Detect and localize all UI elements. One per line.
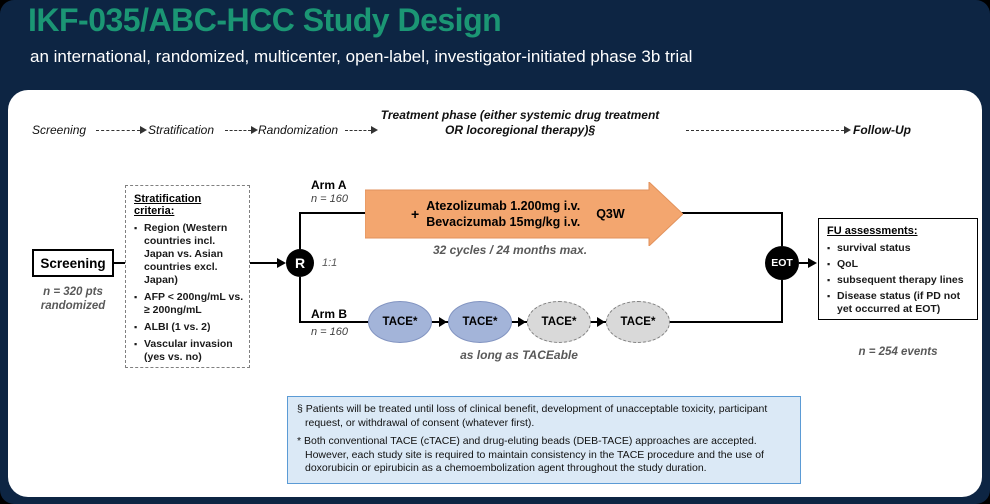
- arrowhead-into-fu: [808, 258, 817, 268]
- fu-item: subsequent therapy lines: [827, 274, 972, 287]
- stratification-item: Vascular invasion (yes vs. no): [134, 338, 244, 364]
- cycles-note: 32 cycles / 24 months max.: [432, 243, 588, 257]
- phase-label-screening: Screening: [32, 123, 87, 137]
- tace-ellipse-3: TACE*: [527, 301, 591, 343]
- dashed-arrow-2: [225, 126, 258, 134]
- treatment-arrow-content: + Atezolizumab 1.200mg i.v. Bevacizumab …: [365, 182, 683, 246]
- stratification-criteria-title: Stratification criteria:: [134, 193, 202, 217]
- arm-b-n: n = 160: [311, 326, 349, 338]
- stratification-criteria-list: Region (Western countries incl. Japan vs…: [134, 222, 244, 364]
- screening-box: Screening: [32, 249, 114, 277]
- diagram-panel: Screening Stratification Randomization T…: [8, 90, 982, 497]
- fu-assessments-title: FU assessments:: [827, 225, 918, 237]
- footnote-section: § Patients will be treated until loss of…: [297, 403, 768, 429]
- arm-a-name: Arm A: [311, 178, 347, 192]
- treatment-arrow: + Atezolizumab 1.200mg i.v. Bevacizumab …: [365, 182, 683, 246]
- dashed-arrow-4: [686, 126, 851, 134]
- tace-ellipse-2: TACE*: [448, 301, 512, 343]
- phase-label-treatment: Treatment phase (either systemic drug tr…: [380, 108, 660, 137]
- arm-a-n: n = 160: [311, 193, 349, 205]
- stratification-item: Region (Western countries incl. Japan vs…: [134, 222, 244, 287]
- fu-item: survival status: [827, 242, 972, 255]
- phase-label-followup: Follow-Up: [853, 123, 911, 137]
- footnote-box: § Patients will be treated until loss of…: [287, 396, 801, 484]
- arrowhead-tace-2: [439, 317, 447, 327]
- tace-ellipse-1: TACE*: [368, 301, 432, 343]
- phase-label-randomization: Randomization: [258, 123, 339, 137]
- fu-item: Disease status (if PD not yet occurred a…: [827, 290, 972, 316]
- fu-assessments-box: FU assessments: survival status QoL subs…: [818, 218, 978, 320]
- drug-lines: Atezolizumab 1.200mg i.v. Bevacizumab 15…: [426, 198, 580, 230]
- taceable-note: as long as TACEable: [460, 348, 578, 362]
- treatment-arrow-shape: [365, 182, 683, 246]
- plus-sign: +: [411, 206, 420, 222]
- drug-line-atezolizumab: Atezolizumab 1.200mg i.v.: [426, 199, 581, 213]
- stratification-criteria-box: Stratification criteria: Region (Western…: [125, 185, 250, 368]
- arrowhead-into-r: [277, 258, 286, 268]
- eot-node: EOT: [765, 246, 799, 280]
- phase-label-stratification: Stratification: [148, 123, 215, 137]
- screening-n-note: n = 320 pts randomized: [40, 286, 106, 312]
- schedule-label: Q3W: [596, 207, 625, 221]
- footnote-asterisk: * Both conventional TACE (cTACE) and dru…: [297, 435, 764, 474]
- arrowhead-tace-4: [597, 317, 605, 327]
- page-subtitle: an international, randomized, multicente…: [30, 47, 693, 66]
- events-note: n = 254 events: [858, 346, 938, 358]
- arm-b-name: Arm B: [311, 307, 348, 321]
- tace-ellipse-4: TACE*: [606, 301, 670, 343]
- treatment-arrow-polygon: [365, 182, 683, 246]
- stratification-item: ALBI (1 vs. 2): [134, 321, 244, 334]
- stratification-item: AFP < 200ng/mL vs. ≥ 200ng/mL: [134, 291, 244, 317]
- dashed-arrow-1: [96, 126, 147, 134]
- arrowhead-tace-3: [518, 317, 526, 327]
- page-title: IKF-035/ABC-HCC Study Design: [28, 2, 502, 38]
- drug-line-bevacizumab: Bevacizumab 15mg/kg i.v.: [426, 215, 581, 229]
- randomization-ratio: 1:1: [322, 257, 338, 269]
- fu-assessments-list: survival status QoL subsequent therapy l…: [827, 242, 972, 316]
- randomization-node: R: [286, 249, 314, 277]
- dashed-arrow-3: [345, 126, 378, 134]
- fu-item: QoL: [827, 258, 972, 271]
